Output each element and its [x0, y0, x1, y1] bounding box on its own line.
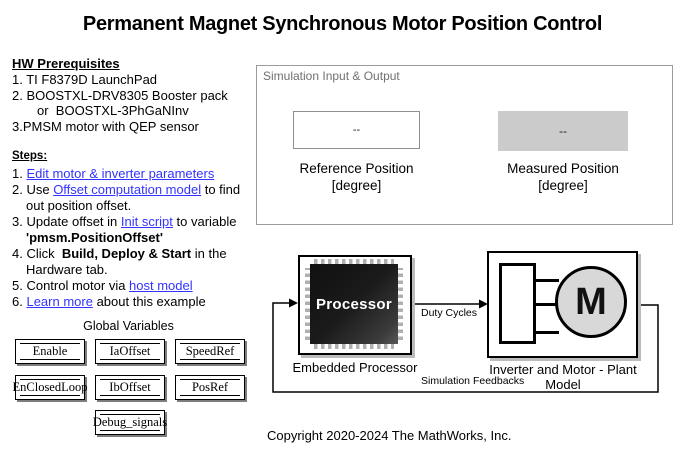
inline-text: in the: [191, 246, 227, 261]
step-line: 3. Update offset in Init script to varia…: [12, 214, 240, 230]
step-line: out position offset.: [12, 198, 240, 214]
embedded-processor-block[interactable]: Processor: [298, 255, 412, 355]
hw-prerequisite-item: 1. TI F8379D LaunchPad: [12, 72, 228, 88]
embedded-processor-block-label: Embedded Processor: [292, 360, 418, 375]
inline-link[interactable]: host model: [129, 278, 193, 293]
simulation-io-panel: Simulation Input & Output -- -- Referenc…: [256, 65, 673, 225]
reference-position-display[interactable]: --: [293, 111, 420, 149]
step-line: 'pmsm.PositionOffset': [12, 230, 240, 246]
inline-link[interactable]: Edit motor & inverter parameters: [26, 166, 215, 181]
steps-heading: Steps:: [12, 150, 48, 162]
data-store-enclosedloop[interactable]: EnClosedLoop: [12, 375, 88, 400]
data-store-label: IbOffset: [100, 379, 160, 396]
steps-section: Steps: 1. Edit motor & inverter paramete…: [12, 149, 240, 310]
simulation-feedbacks-wire-label: Simulation Feedbacks: [421, 375, 525, 387]
data-store-iaoffset[interactable]: IaOffset: [95, 339, 165, 364]
inline-text: 3. Update offset in: [12, 214, 121, 229]
inline-link[interactable]: Offset computation model: [53, 182, 202, 197]
step-line: 1. Edit motor & inverter parameters: [12, 166, 240, 182]
inline-link[interactable]: Learn more: [26, 294, 93, 309]
reference-position-label-line2: [degree]: [331, 178, 382, 193]
data-store-speedref[interactable]: SpeedRef: [175, 339, 245, 364]
inverter-motor-block[interactable]: M: [487, 251, 638, 358]
inline-text: about this example: [92, 294, 206, 309]
duty-cycles-wire-label: Duty Cycles: [421, 307, 478, 319]
measured-position-display[interactable]: --: [498, 111, 628, 151]
data-store-enable[interactable]: Enable: [15, 339, 85, 364]
step-line: 5. Control motor via host model: [12, 278, 240, 294]
hw-prerequisite-item: 2. BOOSTXL-DRV8305 Booster pack: [12, 88, 228, 104]
inline-text: 1.: [12, 166, 27, 181]
data-store-posref[interactable]: PosRef: [175, 375, 245, 400]
phase-line-icon: [536, 279, 559, 282]
data-store-label: EnClosedLoop: [12, 379, 88, 396]
inline-text: to variable: [172, 214, 237, 229]
phase-line-icon: [536, 331, 559, 334]
inline-text: 5. Control motor via: [12, 278, 130, 293]
measured-position-label-line2: [degree]: [538, 178, 588, 193]
inline-text: or BOOSTXL-3PhGaNInv: [37, 103, 189, 118]
chip-pins-top: [314, 259, 394, 264]
hw-prerequisite-item: 3.PMSM motor with QEP sensor: [12, 119, 228, 135]
motor-letter: M: [575, 280, 607, 323]
step-line: 6. Learn more about this example: [12, 294, 240, 310]
model-title: Permanent Magnet Synchronous Motor Posit…: [82, 13, 603, 35]
inline-text: to find: [201, 182, 241, 197]
inline-text: 4. Click: [12, 246, 62, 261]
step-line: 2. Use Offset computation model to find: [12, 182, 240, 198]
inline-text: 1. TI F8379D LaunchPad: [12, 72, 158, 87]
data-store-label: Enable: [20, 343, 80, 360]
step-line: Hardware tab.: [12, 262, 240, 278]
copyright-text: Copyright 2020-2024 The MathWorks, Inc.: [267, 428, 512, 443]
data-store-iboffset[interactable]: IbOffset: [95, 375, 165, 400]
inverter-motor-block-label: Inverter and Motor - Plant Model: [489, 362, 637, 392]
data-store-label: IaOffset: [100, 343, 160, 360]
inline-text: 2. BOOSTXL-DRV8305 Booster pack: [12, 87, 228, 103]
inline-text: 2. Use: [12, 182, 54, 197]
step-line: 4. Click Build, Deploy & Start in the: [12, 246, 240, 262]
data-store-label: Debug_signals: [92, 414, 168, 431]
processor-chip-icon: Processor: [310, 264, 398, 344]
arrowhead-icon: [289, 298, 298, 308]
inline-bold-text: Build, Deploy & Start: [61, 246, 192, 261]
inline-text: 6.: [12, 294, 27, 309]
simulation-io-panel-title: Simulation Input & Output: [263, 69, 400, 83]
inline-link[interactable]: Init script: [120, 214, 173, 229]
data-store-label: SpeedRef: [180, 343, 240, 360]
global-variables-heading: Global Variables: [83, 319, 174, 333]
measured-position-value: --: [559, 124, 567, 138]
inverter-icon: [499, 263, 536, 344]
phase-line-icon: [536, 303, 559, 306]
hw-prerequisites-heading: HW Prerequisites: [12, 56, 120, 71]
reference-position-label: Reference Position [degree]: [291, 160, 422, 194]
chip-pins-left: [305, 268, 310, 340]
reference-position-value: --: [352, 124, 361, 136]
data-store-label: PosRef: [180, 379, 240, 396]
measured-position-label: Measured Position [degree]: [498, 160, 628, 194]
inline-text: out position offset.: [26, 198, 132, 213]
chip-pins-right: [398, 268, 403, 340]
inline-text: 3.PMSM motor with QEP sensor: [12, 118, 199, 134]
data-store-debug-signals[interactable]: Debug_signals: [92, 410, 168, 435]
inline-bold-text: 'pmsm.PositionOffset': [26, 230, 163, 245]
hw-prerequisite-item: or BOOSTXL-3PhGaNInv: [12, 103, 228, 119]
processor-chip-label: Processor: [315, 295, 393, 313]
motor-icon: M: [555, 266, 627, 338]
measured-position-label-line1: Measured Position: [507, 161, 619, 176]
reference-position-label-line1: Reference Position: [299, 161, 414, 176]
chip-pins-bottom: [314, 344, 394, 349]
inline-text: Hardware tab.: [26, 262, 108, 277]
